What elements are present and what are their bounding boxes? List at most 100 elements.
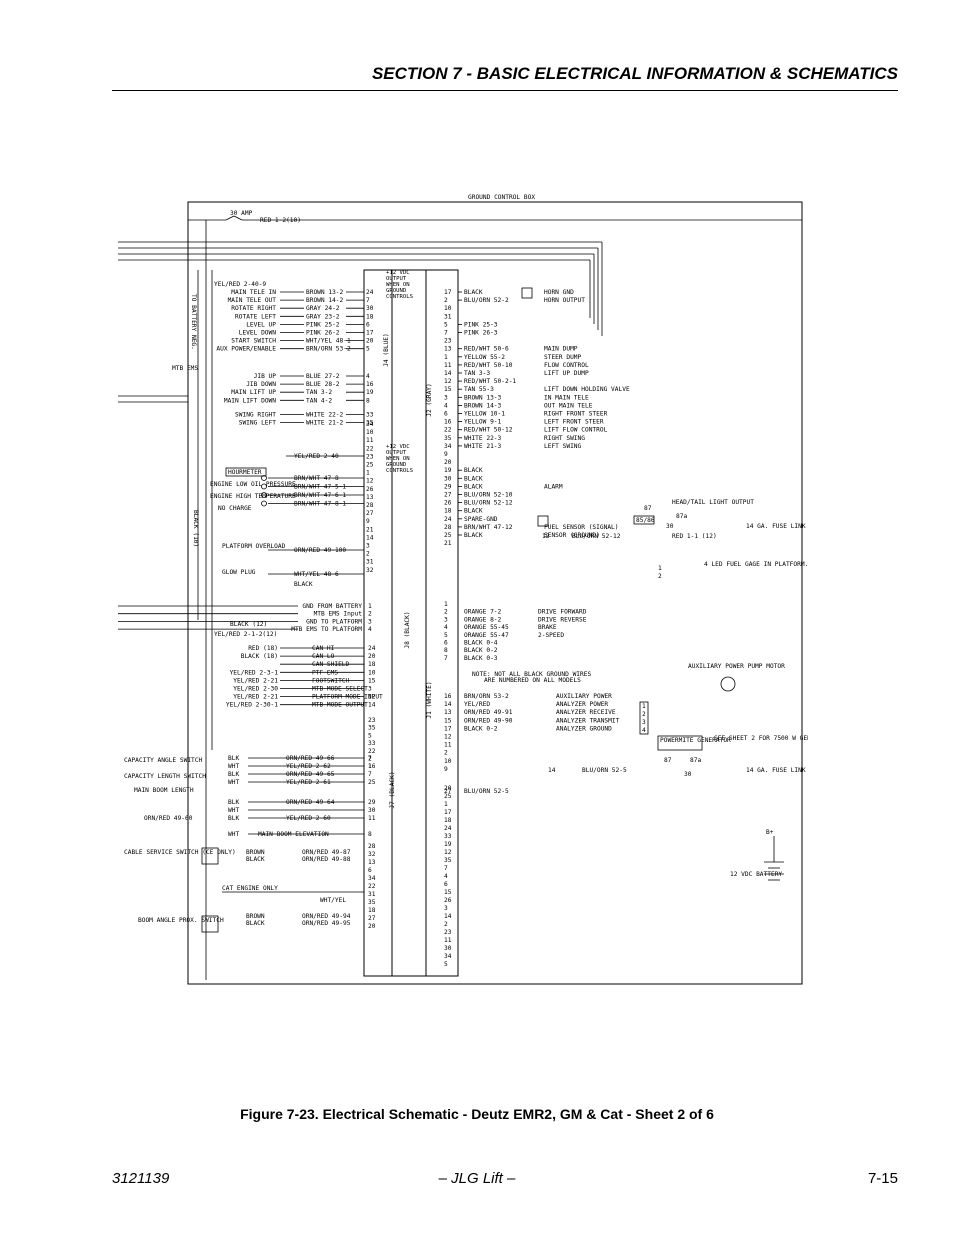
j4-pin-number: 18	[366, 313, 374, 320]
j1-device-label: AUXILIARY POWER	[556, 693, 612, 700]
j8-wire-label: ORANGE 55-45	[464, 624, 509, 631]
input-function-label: AUX POWER/ENABLE	[216, 346, 276, 353]
input-wire-label: TAN 3-2	[306, 389, 332, 396]
j2-device-label: HORN OUTPUT	[544, 297, 585, 304]
j1-pin-number: 11	[444, 742, 452, 749]
j2-device-label: RIGHT SWING	[544, 435, 585, 442]
j7-switch-lead: BLK	[228, 815, 239, 822]
j2-device-label: MAIN DUMP	[544, 346, 578, 353]
section-title: SECTION 7 - BASIC ELECTRICAL INFORMATION…	[371, 64, 898, 83]
j8-device-label: DRIVE FORWARD	[538, 609, 587, 616]
platform-overload-label: PLATFORM OVERLOAD	[222, 543, 286, 550]
j2-pin-number: 26	[444, 500, 452, 507]
input-function-label: JIB UP	[254, 373, 277, 380]
input-function-label: ROTATE RIGHT	[231, 305, 276, 312]
relay-87a: 87a	[690, 757, 701, 764]
j14-pin-label: 14	[548, 767, 556, 774]
input-wire-label: GRAY 24-2	[306, 305, 340, 312]
j2-wire-label: BROWN 13-3	[464, 394, 502, 401]
j4-pin-number: 14	[366, 534, 374, 541]
j7-pin-number: 22	[368, 883, 376, 890]
fuse-link-label: 14 GA. FUSE LINK	[746, 523, 806, 530]
j2-wire-label: PINK 26-3	[464, 330, 498, 337]
j1-signal-label: PLATFORM MODE INPUT	[312, 694, 383, 701]
j4-pin-number: 22	[366, 445, 374, 452]
document-number: 3121139	[112, 1170, 170, 1187]
j7-pin-number: 18	[444, 817, 452, 824]
aux-connector-pin: 4	[642, 727, 646, 734]
boom-angle-wire: BROWN	[246, 913, 265, 920]
j8-pin-number: 5	[444, 632, 448, 639]
see-sheet-note: SEE SHEET 2 FOR 7500 W GENERATOR	[714, 735, 808, 742]
wire-yel-red-top: YEL/RED 2-40-9	[214, 281, 266, 288]
orn-red-49-60-label: ORN/RED 49-60	[144, 815, 193, 822]
j8-pin-number: 3	[444, 616, 448, 623]
j7-pin-number: 6	[368, 867, 372, 874]
j7-wire-label: YEL/RED 2-62	[286, 763, 331, 770]
j7-wire-label: ORN/RED 49-64	[286, 799, 335, 806]
j1-pin-number: 13	[444, 709, 452, 716]
j8-wire-label: ORANGE 8-2	[464, 616, 502, 623]
j1-pin-number: 24	[368, 645, 376, 652]
j1-pin-number: 14	[368, 702, 376, 709]
j1-signal-label: PTF EMS	[312, 669, 338, 676]
block-note-line: WHEN ON	[386, 456, 410, 462]
connector-j1: J1 (WHITE)	[426, 681, 433, 718]
j2-device-label: SENSOR (GROUND)	[544, 532, 600, 539]
wht-yel-label: WHT/YEL	[320, 897, 346, 904]
j4-pin-number: 24	[366, 289, 374, 296]
j2-wire-label: BROWN 14-3	[464, 402, 502, 409]
j4-pin-number: 10	[366, 429, 374, 436]
j8-pin-number: 2	[368, 611, 372, 618]
j1-pin-number: 17	[444, 725, 452, 732]
input-function-label: JIB DOWN	[246, 381, 276, 388]
input-wire-label: PINK 26-2	[306, 330, 340, 337]
cable-service-wire: BROWN	[246, 849, 265, 856]
block-note-line: +12 VDC	[386, 270, 410, 276]
boom-angle-wire: ORN/RED 49-94	[302, 913, 351, 920]
connector-j2: J2 (GRAY)	[426, 383, 433, 417]
j2-wire-label: WHITE 22-3	[464, 435, 502, 442]
note-line: ARE NUMBERED ON ALL MODELS	[484, 677, 581, 684]
j2-pin-number: 2	[444, 297, 448, 304]
j7-switch-lead: BLK	[228, 771, 239, 778]
j1-signal-label: FOOTSWITCH	[312, 677, 350, 684]
j7-pin-number: 16	[368, 763, 376, 770]
j7-pin-number: 23	[444, 929, 452, 936]
j7-switch-lead: BLK	[228, 755, 239, 762]
j2-pin-number: 35	[444, 435, 452, 442]
j7-pin-number: 28	[368, 843, 376, 850]
j4-pin-number: 4	[366, 373, 370, 380]
j4-pin-number: 28	[366, 502, 374, 509]
j2-wire-label: YELLOW 55-2	[464, 354, 505, 361]
header-rule	[112, 90, 898, 91]
j2-pin-number: 25	[444, 532, 452, 539]
j8-pin-number: 8	[444, 647, 448, 654]
j4-pin-number: 1	[366, 470, 370, 477]
j4-pin-number: 9	[366, 518, 370, 525]
input-wire-label: BLUE 27-2	[306, 373, 340, 380]
j2-pin-number: 6	[444, 411, 448, 418]
j1-left-wire-label: YEL/RED 2-21	[233, 694, 278, 701]
block-note-line: +12 VDC	[386, 444, 410, 450]
j1-left-wire-label: YEL/RED 2-30-1	[226, 702, 278, 709]
input-wire-label: WHITE 21-2	[306, 420, 344, 427]
j2-device-label: LIFT FLOW CONTROL	[544, 427, 608, 434]
relay-box	[633, 515, 655, 525]
j7-pin-number: 26	[444, 897, 452, 904]
j7-pin-number: 17	[444, 809, 452, 816]
j2-device-label: STEER DUMP	[544, 354, 582, 361]
j7-pin-number: 34	[368, 875, 376, 882]
j2-pin-number: 20	[444, 459, 452, 466]
j7-wire-label: YEL/RED 2-61	[286, 779, 331, 786]
j2-pin-number: 12	[444, 378, 452, 385]
j2-pin-number: 13	[444, 346, 452, 353]
j2-pin-number: 23	[444, 338, 452, 345]
note-line: NOTE: NOT ALL BLACK GROUND WIRES	[472, 671, 591, 678]
j8-left-wire-label: MTB EMS Input	[314, 611, 363, 618]
j1-signal-label: MTB MODE OUTPUT	[312, 702, 368, 709]
j2-wire-label: BLU/ORN 52-10	[464, 492, 513, 499]
j8-wire-label: BLACK 0-3	[464, 655, 498, 662]
blu-orn-52-5-label: BLU/ORN 52-5	[582, 767, 627, 774]
j2-wire-label: RED/WHT 50-2-1	[464, 378, 516, 385]
